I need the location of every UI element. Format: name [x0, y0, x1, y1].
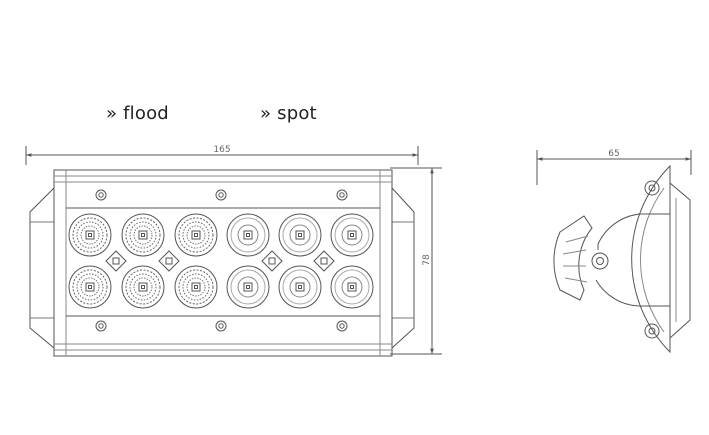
spot-lens — [226, 213, 270, 257]
spot-lens — [226, 265, 270, 309]
length-dim-text: 165 — [213, 145, 230, 155]
reflector-diamond — [261, 250, 283, 272]
flood-lens — [174, 265, 218, 309]
flood-lens — [121, 265, 165, 309]
height-dim-text: 78 — [422, 254, 432, 266]
reflector-diamond — [158, 250, 180, 272]
front-view: 165 78 — [25, 145, 442, 357]
length-dimension: 165 — [25, 145, 419, 165]
flood-label: » flood — [106, 103, 169, 124]
screws — [95, 189, 348, 332]
flood-lens — [68, 213, 112, 257]
led-array — [68, 213, 374, 309]
reflector-diamond — [105, 250, 127, 272]
flood-lens — [68, 265, 112, 309]
spot-lens — [330, 213, 374, 257]
mount-body-outline — [631, 164, 691, 354]
reflector-diamond — [313, 250, 335, 272]
spot-lens — [278, 213, 322, 257]
depth-dim-text: 65 — [608, 149, 619, 159]
depth-dimension: 65 — [536, 149, 692, 185]
flood-lens — [121, 213, 165, 257]
spot-lens — [278, 265, 322, 309]
spot-lens — [330, 265, 374, 309]
flood-lens — [174, 213, 218, 257]
spot-label: » spot — [260, 103, 317, 124]
height-dimension: 78 — [390, 167, 442, 355]
side-view: 65 — [536, 149, 692, 354]
